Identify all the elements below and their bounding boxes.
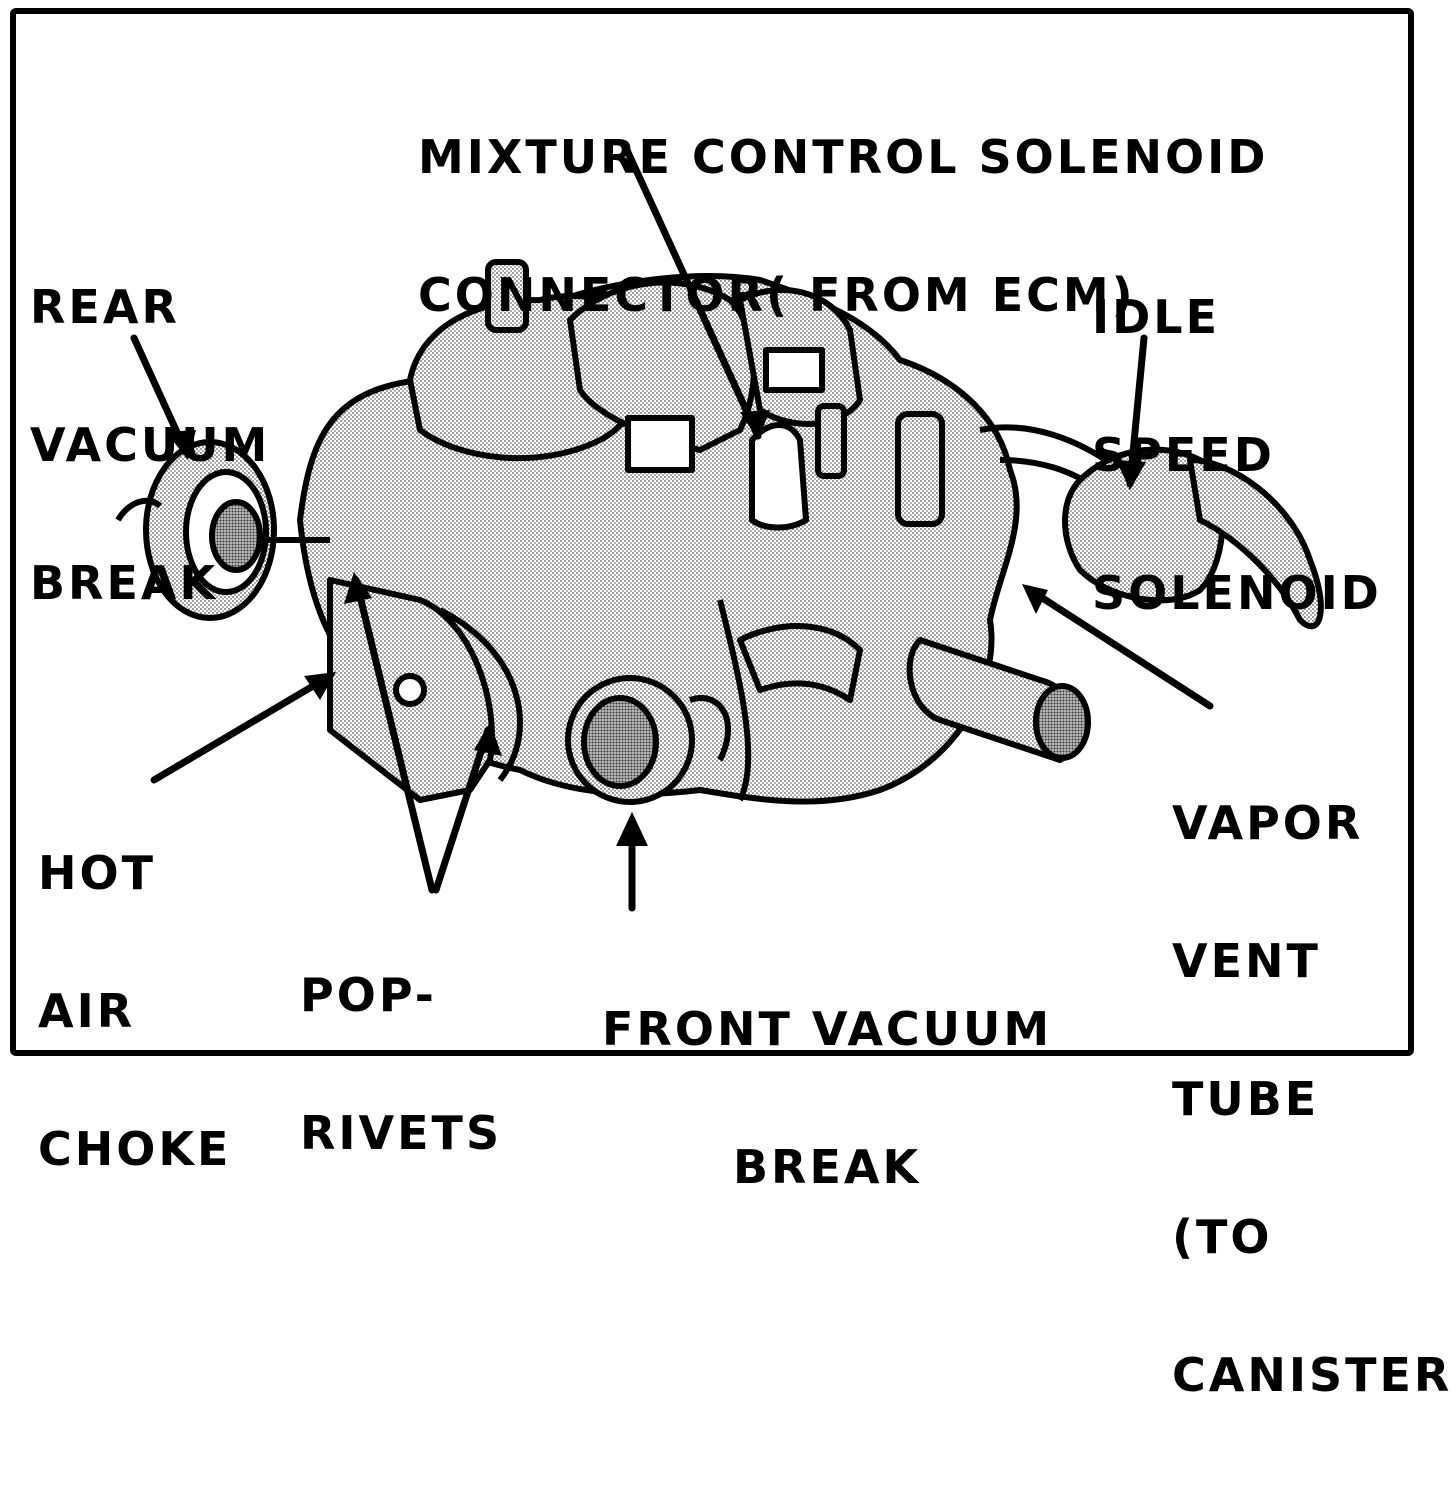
mixture-label-line-2: CONNECTOR( FROM ECM): [418, 268, 1136, 322]
rear-label-line-1: REAR: [30, 280, 180, 334]
arrowheads: [166, 410, 1146, 846]
vapor-label-line-3: TUBE: [1172, 1072, 1320, 1126]
vapor-vent-arrowhead: [1022, 584, 1048, 614]
vapor-vent-leader: [1026, 586, 1214, 710]
hot-label-line-1: HOT: [38, 846, 156, 900]
front-vacuum-break-part: [565, 675, 732, 805]
diagram-frame: [10, 8, 1414, 1056]
idle-label-line-3: SOLENOID: [1092, 566, 1382, 620]
pop-rivet-arrowhead-1: [344, 572, 372, 604]
vapor-label-line-5: CANISTER): [1172, 1348, 1456, 1402]
mixture-leader: [622, 144, 762, 440]
front-vacuum-break-label: FRONT VACUUM BREAK: [602, 914, 1052, 1282]
mixture-control-solenoid-label: MIXTURE CONTROL SOLENOID CONNECTOR( FROM…: [418, 42, 1268, 410]
pop-rivets-label: POP- RIVETS: [300, 880, 502, 1248]
vapor-label-line-1: VAPOR: [1172, 796, 1364, 850]
idle-label-line-2: SPEED: [1092, 428, 1275, 482]
hot-label-line-3: CHOKE: [38, 1122, 232, 1176]
vapor-label-line-2: VENT: [1172, 934, 1321, 988]
carburetor-illustration: [115, 144, 1324, 912]
hot-label-line-2: AIR: [38, 984, 136, 1038]
idle-label-line-1: IDLE: [1092, 290, 1221, 344]
pop-label-line-2: RIVETS: [300, 1106, 503, 1160]
pop-rivet-arrowhead-2: [474, 722, 502, 756]
front-label-line-1: FRONT VACUUM: [602, 1002, 1053, 1056]
vapor-vent-tube-part: [717, 599, 1091, 802]
rear-vacuum-break-label: REAR VACUUM BREAK: [30, 192, 270, 698]
front-label-line-2: BREAK: [733, 1140, 922, 1194]
mixture-arrowhead: [740, 410, 770, 440]
front-vacuum-arrowhead: [616, 812, 648, 846]
pop-label-line-1: POP-: [300, 968, 437, 1022]
mixture-label-line-1: MIXTURE CONTROL SOLENOID: [418, 130, 1269, 184]
carburetor-diagram: MIXTURE CONTROL SOLENOID CONNECTOR( FROM…: [10, 8, 1456, 1398]
idle-solenoid-arrowhead: [1116, 460, 1146, 490]
leader-lines: [130, 144, 1214, 912]
hot-air-choke-label: HOT AIR CHOKE: [38, 758, 231, 1264]
hot-air-choke-arrowhead: [304, 672, 336, 700]
idle-speed-solenoid-label: IDLE SPEED SOLENOID: [1092, 202, 1382, 708]
hot-air-choke-leader: [150, 672, 334, 784]
pop-rivet-leader-2: [432, 726, 492, 894]
rear-label-line-3: BREAK: [30, 556, 219, 610]
rear-vacuum-break-part: [115, 439, 330, 621]
vapor-vent-tube-label: VAPOR VENT TUBE (TO CANISTER): [1172, 708, 1456, 1490]
rear-label-line-2: VACUUM: [30, 418, 271, 472]
idle-solenoid-leader: [1126, 334, 1148, 488]
pop-rivet-leader-1: [352, 576, 436, 894]
vapor-label-line-4: (TO: [1172, 1210, 1273, 1264]
rear-vacuum-arrowhead: [166, 430, 196, 460]
idle-speed-solenoid-part: [979, 424, 1324, 630]
